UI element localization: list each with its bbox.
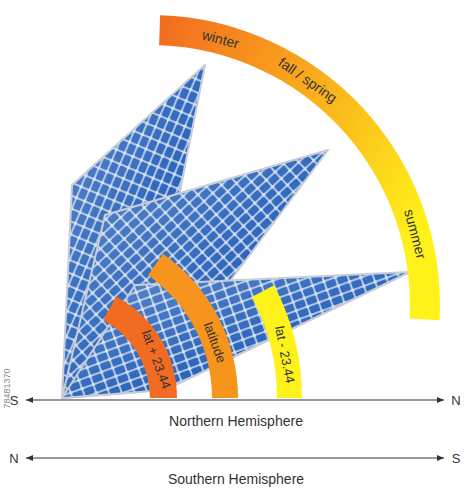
direction-letter: N	[9, 452, 18, 465]
tilt-band: lat - 23.44	[248, 282, 304, 400]
direction-letter: N	[451, 394, 460, 407]
tilt-band: lat + 23.44	[100, 292, 180, 400]
hemisphere-label: Southern Hemisphere	[168, 472, 304, 486]
direction-letter: S	[452, 452, 461, 465]
tilt-band: latitude	[145, 250, 241, 400]
watermark: 78481370	[3, 368, 12, 408]
band-shape	[159, 15, 440, 320]
band-shape	[252, 285, 302, 398]
band-shape	[148, 254, 238, 398]
axis-arrow	[26, 458, 444, 459]
hemisphere-label: Northern Hemisphere	[169, 414, 303, 428]
band-shape	[145, 250, 241, 400]
band-shape	[103, 296, 177, 398]
axis-arrow	[26, 400, 444, 401]
